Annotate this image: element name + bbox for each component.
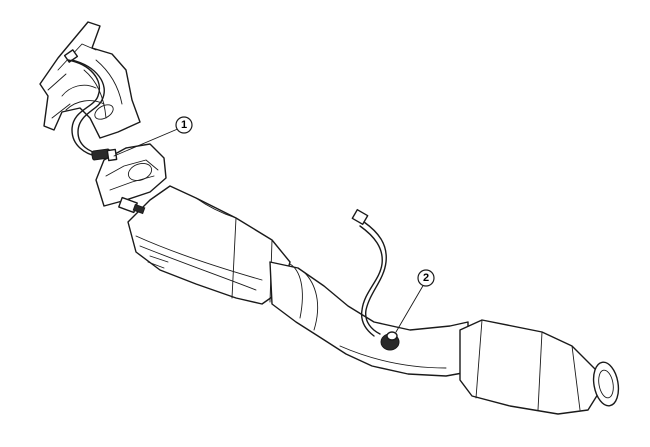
center-pipe — [269, 261, 469, 377]
downstream-oxygen-sensor — [351, 208, 400, 351]
upstream-oxygen-sensor — [67, 59, 118, 162]
callout-2: 2 — [395, 269, 435, 333]
front-catalytic-converter — [127, 185, 291, 305]
callout-2-label: 2 — [423, 272, 429, 284]
rear-catalytic-converter — [459, 319, 620, 415]
callout-1: 1 — [113, 116, 193, 157]
pipe-joint-stud — [118, 196, 146, 215]
callout-1-label: 1 — [181, 119, 187, 131]
exhaust-manifold — [39, 21, 141, 139]
